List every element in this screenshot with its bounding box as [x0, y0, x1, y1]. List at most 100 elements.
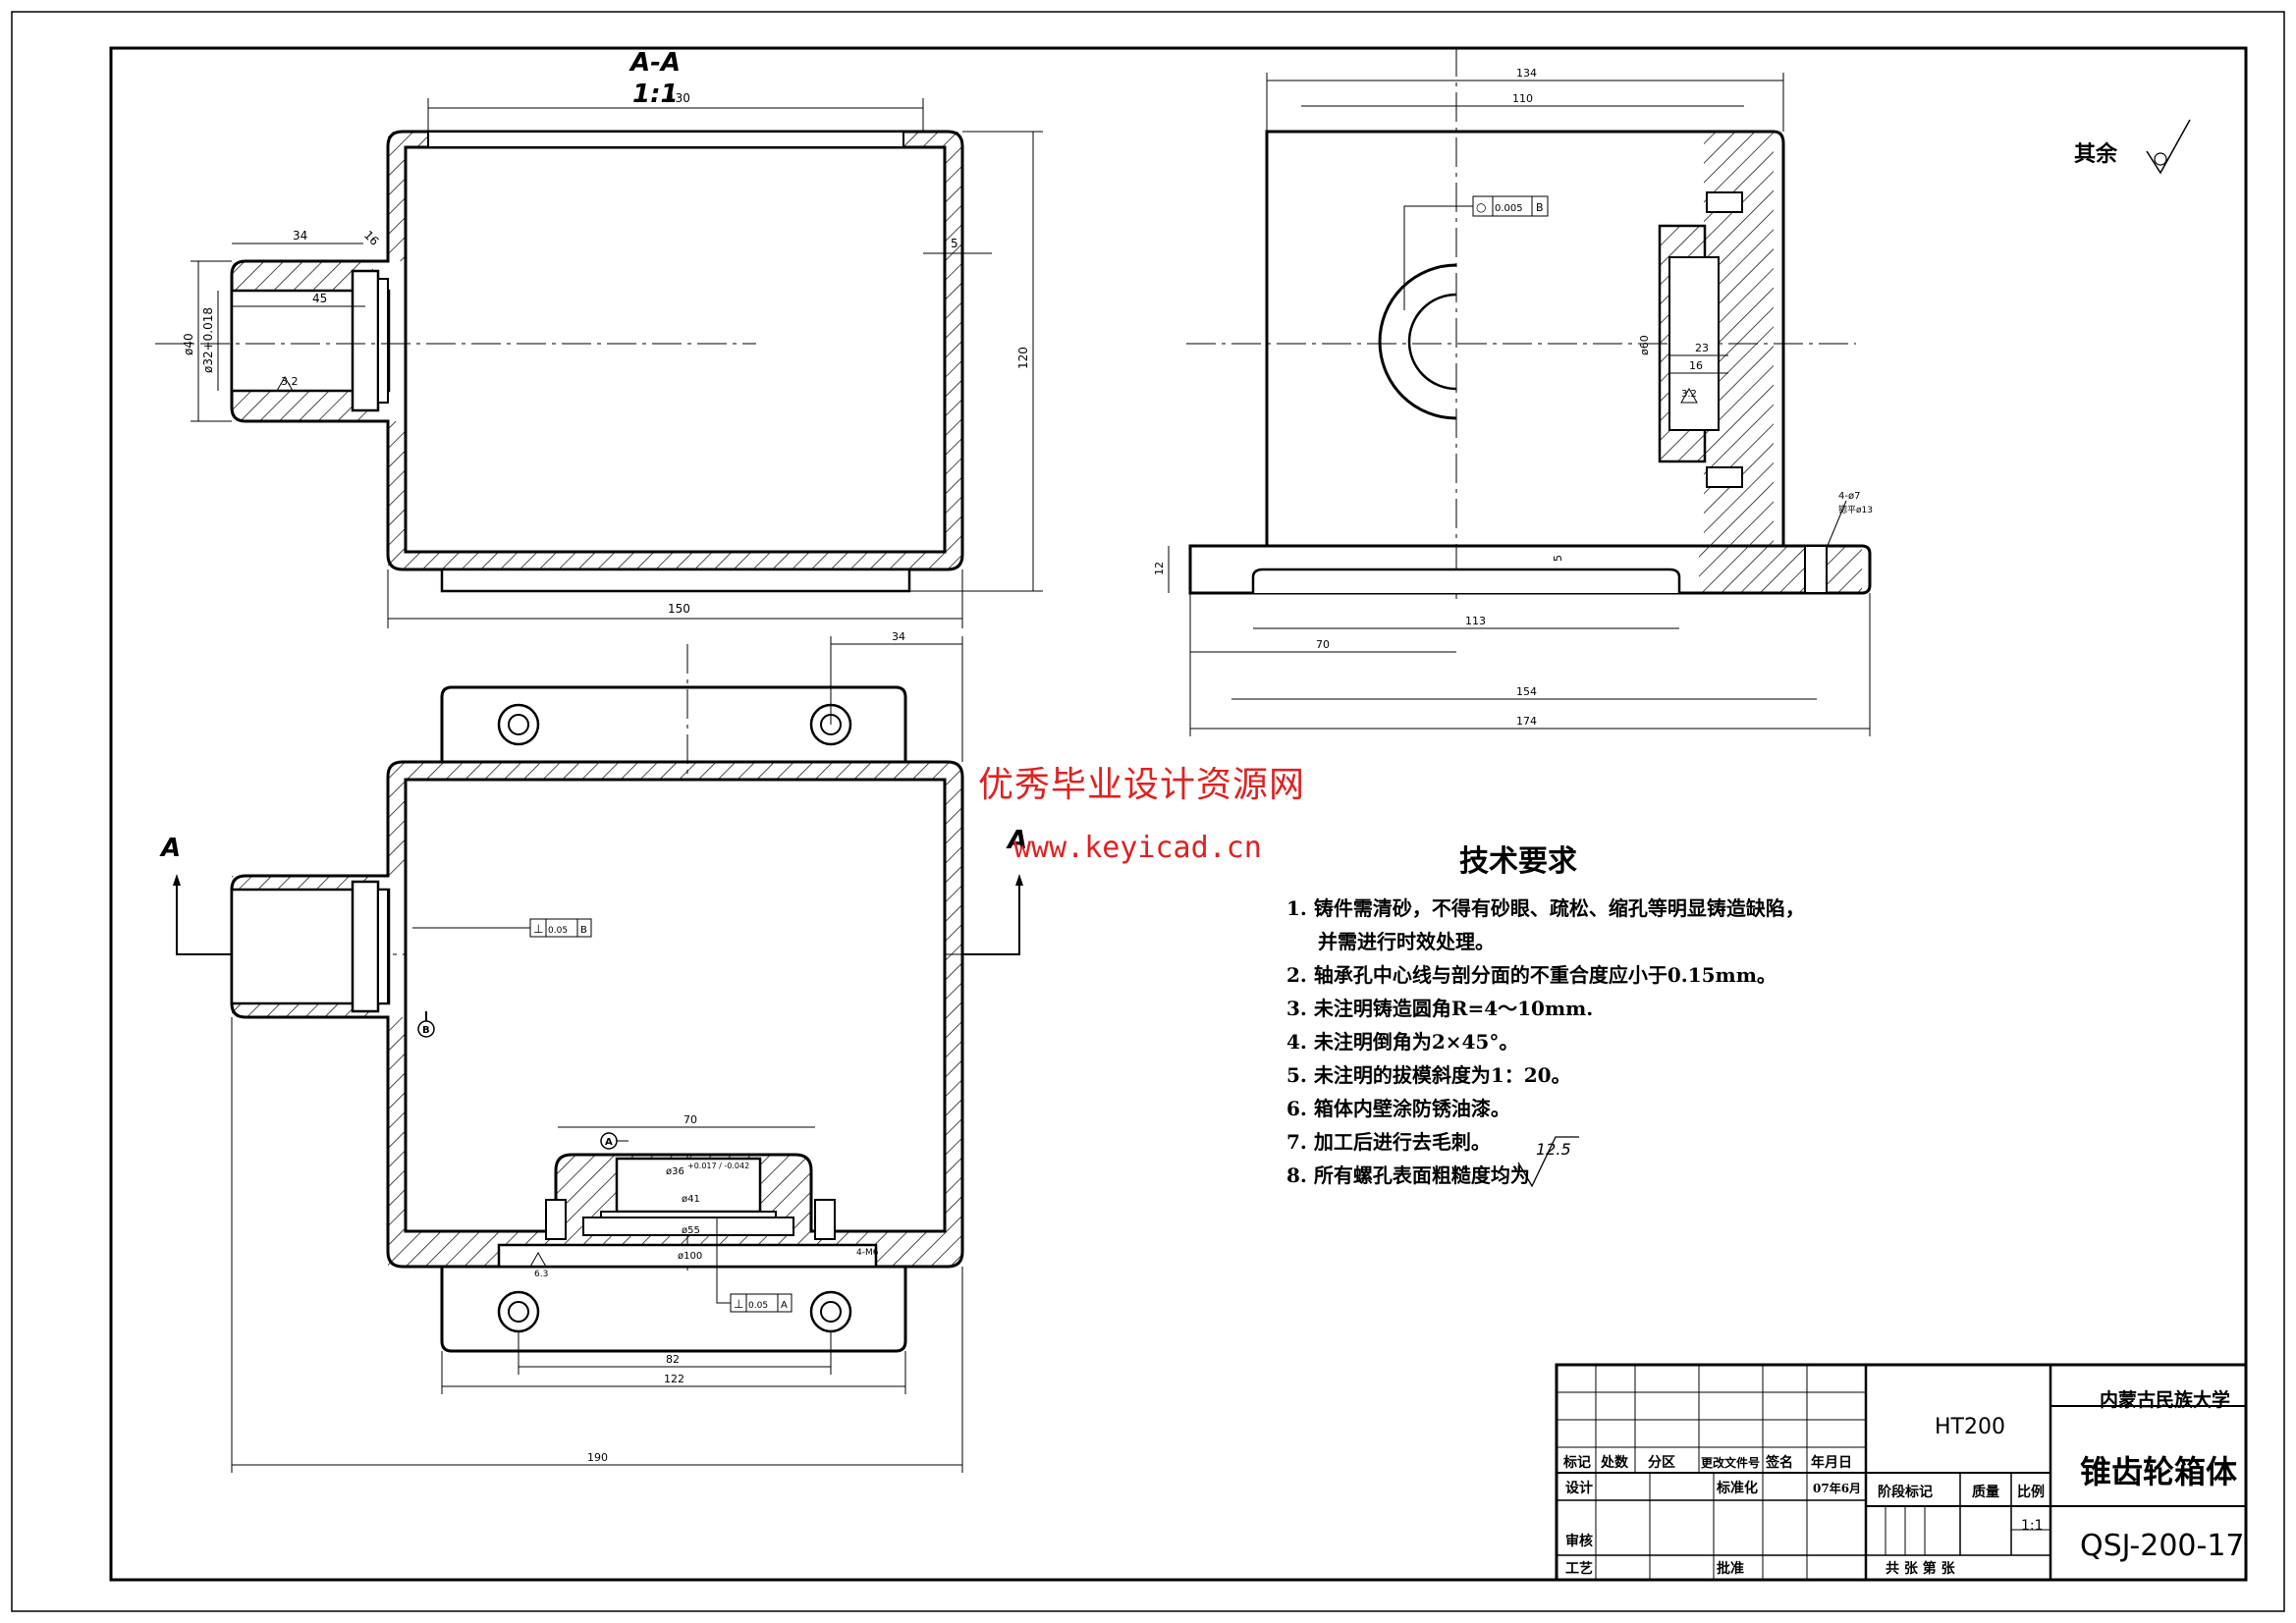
title-block-text: HT200 内蒙古民族大学 锥齿轮箱体 QSJ-200-17 1:1 标记 处数… — [1562, 1388, 2245, 1577]
tech-item: 7. 加工后进行去毛刺。 — [1286, 1130, 1491, 1154]
svg-text:B: B — [1536, 201, 1544, 214]
side-base-hatch — [1699, 546, 1862, 593]
plan-ear-top — [440, 685, 907, 762]
tb-material: HT200 — [1935, 1415, 2005, 1439]
tech-item: 8. 所有螺孔表面粗糙度均为 — [1286, 1163, 1530, 1187]
plan-screw-left — [545, 1199, 567, 1240]
dim-boss-len: 34 — [293, 229, 307, 243]
tb-sheets: 共 张 第 张 — [1886, 1560, 1956, 1577]
dim-wall: 5 — [951, 237, 958, 250]
section-arrow-right-label: A — [1006, 826, 1027, 855]
dim-boss-inner: 45 — [312, 292, 327, 305]
tb-review: 审核 — [1565, 1533, 1593, 1549]
side-base — [1188, 544, 1872, 595]
section-outline — [230, 130, 964, 571]
section-view-aa: A-A 1:1 130 150 120 5 34 45 16 — [155, 48, 1043, 628]
dim-bore-dia: ø32+0.018 — [201, 307, 215, 373]
side-body-exterior — [1267, 132, 1456, 546]
plan-wall-hatch — [232, 762, 962, 1267]
svg-text:B: B — [580, 925, 587, 936]
plan-screw-right — [814, 1199, 836, 1240]
side-bearing-inner — [1668, 256, 1720, 431]
datum-a-marker: A — [600, 1132, 629, 1150]
dim-bore-60: ø60 — [1638, 335, 1651, 355]
tb-stage-h0: 阶段标记 — [1878, 1484, 1933, 1500]
roughness-bore: 3.2 — [281, 375, 299, 388]
roughness-symbol-icon — [2146, 119, 2191, 175]
outer-frame — [11, 11, 2285, 1612]
plan-bearing-55 — [582, 1217, 794, 1236]
watermark-title: 优秀毕业设计资源网 — [978, 765, 1306, 805]
perp-frame-a: ⊥ 0.05 A — [716, 1217, 793, 1313]
dim-top-width: 130 — [668, 91, 690, 105]
tech-roughness-symbol: 12.5 — [1517, 1136, 1579, 1188]
dim-plan-thread: 4-M6 — [856, 1248, 879, 1258]
tech-item: 1. 铸件需清砂，不得有砂眼、疏松、缩孔等明显铸造缺陷， — [1286, 896, 1805, 920]
section-arrow-left-label: A — [159, 834, 181, 863]
dim-plan-36-tol: +0.017 / -0.042 — [687, 1162, 749, 1170]
dim-plan-34: 34 — [892, 630, 905, 643]
plan-hole-br — [809, 1290, 852, 1333]
side-base-recess — [1251, 568, 1681, 593]
dim-16: 16 — [1689, 359, 1703, 372]
boss-groove-2 — [377, 278, 389, 404]
tb-rev-h0: 标记 — [1562, 1454, 1591, 1471]
dim-plan-36: ø36 — [666, 1166, 684, 1177]
svg-text:B: B — [422, 1025, 430, 1036]
dim-boss-outer-dia: ø40 — [182, 333, 195, 355]
tb-process: 工艺 — [1565, 1560, 1593, 1577]
watermark-url: www.keyicad.cn — [1013, 831, 1262, 865]
tb-rev-h2: 分区 — [1648, 1455, 1675, 1471]
dim-base-12: 12 — [1153, 562, 1166, 575]
section-inner-cavity — [404, 145, 947, 554]
section-arrow-right-icon — [962, 884, 1020, 955]
holes-note-2: 锪平ø13 — [1838, 504, 1873, 515]
roughness-other: 其余 — [2074, 119, 2191, 175]
tb-rev-h5: 年月日 — [1811, 1454, 1852, 1471]
plan-hole-bl — [497, 1290, 540, 1333]
svg-text:⊥: ⊥ — [533, 922, 543, 936]
tech-item: 4. 未注明倒角为2×45°。 — [1286, 1030, 1519, 1054]
boss-groove — [351, 269, 380, 412]
plan-view: A A ⊥ 0.05 B B A ⊥ 0.05 — [159, 630, 1027, 1473]
roughness-other-label: 其余 — [2074, 141, 2118, 167]
plan-body-outline — [230, 760, 964, 1269]
plan-bearing-36 — [615, 1157, 762, 1214]
tech-item: 5. 未注明的拔模斜度为1：20。 — [1286, 1063, 1571, 1087]
tb-university: 内蒙古民族大学 — [2100, 1388, 2230, 1411]
tb-date: 07年6月 — [1813, 1481, 1861, 1495]
technical-requirements: 技术要求 1. 铸件需清砂，不得有砂眼、疏松、缩孔等明显铸造缺陷， 并需进行时效… — [1286, 837, 1895, 1192]
section-bottom-flange — [440, 568, 911, 593]
tb-part-name: 锥齿轮箱体 — [2080, 1453, 2237, 1490]
svg-text:A: A — [781, 1300, 788, 1311]
tech-item: 并需进行时效处理。 — [1318, 930, 1495, 953]
tb-rev-h3: 更改文件号 — [1701, 1455, 1760, 1470]
side-body-outline — [1265, 130, 1785, 548]
plan-inner-cavity — [404, 778, 947, 1233]
dim-plan-100: ø100 — [678, 1251, 702, 1262]
tech-item: 3. 未注明铸造圆角R=4～10mm. — [1286, 997, 1594, 1020]
dim-plan-55: ø55 — [682, 1225, 700, 1236]
dim-wall-5: 5 — [1552, 555, 1564, 562]
datum-b-marker: B — [417, 1011, 435, 1038]
tb-scale: 1:1 — [2021, 1518, 2044, 1534]
tb-rev-h4: 签名 — [1765, 1454, 1793, 1471]
tech-item: 6. 箱体内壁涂防锈油漆。 — [1286, 1097, 1510, 1120]
side-bolt-top — [1706, 191, 1743, 213]
side-bolt-bot — [1706, 466, 1743, 488]
holes-note-1: 4-ø7 — [1838, 491, 1860, 502]
plan-bearing-100 — [497, 1243, 878, 1269]
dim-plan-190: 190 — [587, 1451, 608, 1464]
dim-outer-width: 150 — [668, 602, 690, 616]
tb-stage-h2: 比例 — [2017, 1484, 2045, 1500]
tech-item: 2. 轴承孔中心线与剖分面的不重合度应小于0.15mm。 — [1286, 963, 1777, 987]
dim-height: 120 — [1016, 347, 1030, 369]
tb-approve: 批准 — [1717, 1560, 1744, 1577]
svg-text:0.05: 0.05 — [548, 926, 568, 936]
plan-hole-tl — [497, 703, 540, 746]
tb-stage-h1: 质量 — [1972, 1484, 1999, 1500]
tb-drawing-no: QSJ-200-17 — [2080, 1529, 2245, 1563]
dim-plan-82: 82 — [666, 1353, 680, 1366]
svg-text:0.005: 0.005 — [1495, 203, 1523, 214]
